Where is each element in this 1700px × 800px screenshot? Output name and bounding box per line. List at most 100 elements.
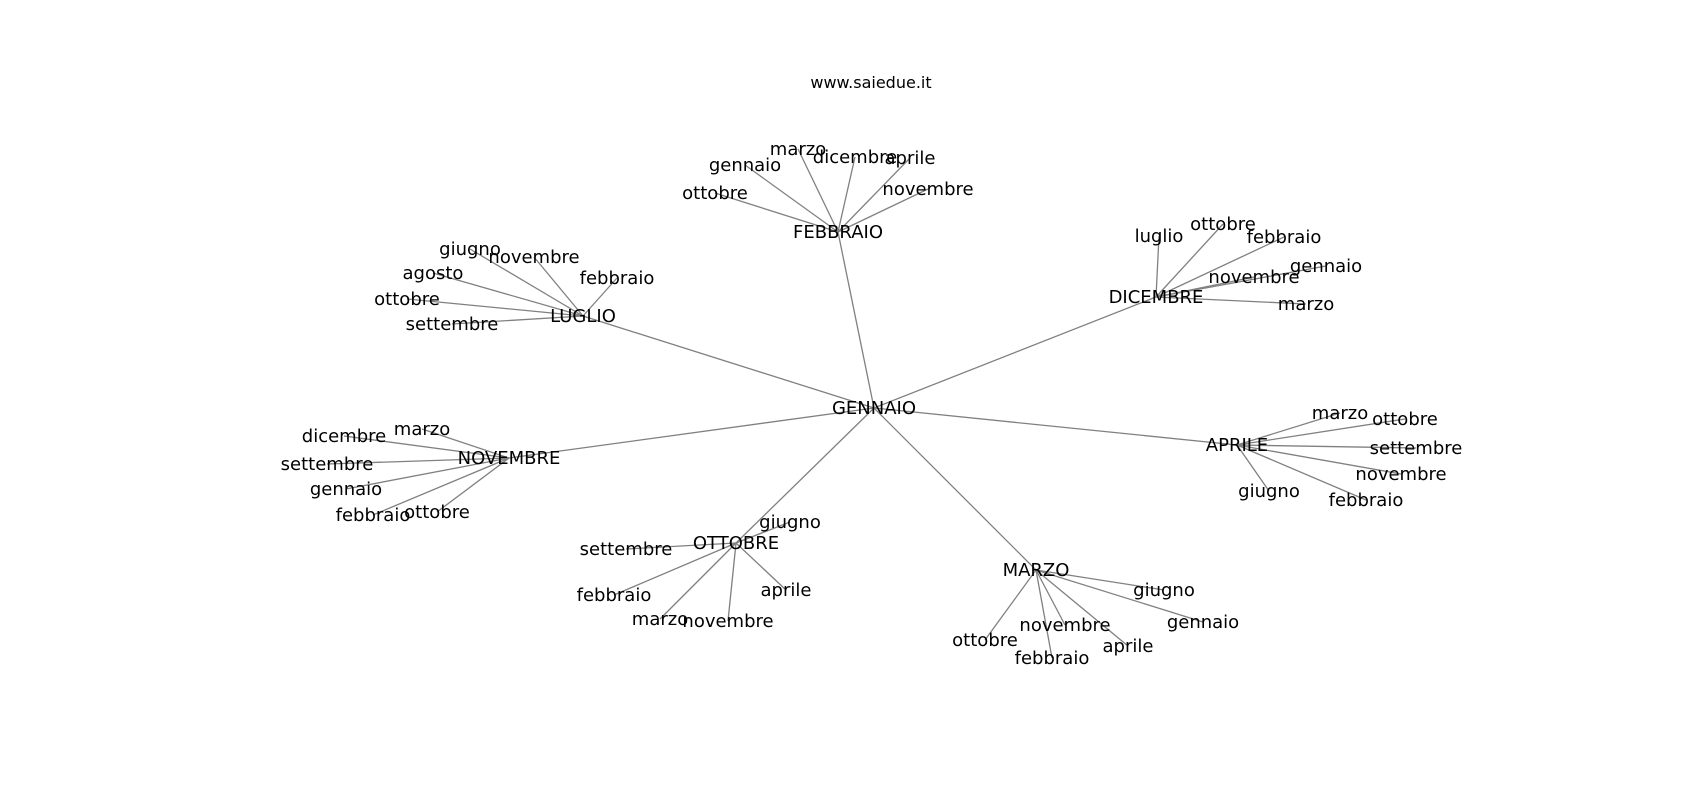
edge-branch-to-leaf (582, 277, 618, 317)
leaf-node-label: ottobre (374, 289, 440, 310)
edge-branch-to-leaf (451, 315, 584, 325)
edge-branch-to-leaf (1035, 569, 1053, 659)
edge-root-to-branch (837, 231, 875, 409)
leaf-node-label: dicembre (302, 426, 386, 447)
leaf-node-label: agosto (403, 263, 464, 284)
leaf-node-label: febbraio (580, 268, 655, 289)
edge-branch-to-leaf (372, 457, 510, 516)
leaf-node-label: marzo (1312, 403, 1368, 424)
edge-branch-to-leaf (837, 188, 929, 233)
edge-branch-to-leaf (1236, 444, 1367, 501)
edge-branch-to-leaf (1236, 444, 1417, 449)
edge-root-to-branch (873, 407, 1238, 446)
edge-branch-to-leaf (406, 298, 584, 317)
edge-branch-to-leaf (735, 542, 787, 591)
leaf-node-label: ottobre (1372, 409, 1438, 430)
edge-branch-to-leaf (1035, 569, 1204, 623)
leaf-node-label: marzo (394, 419, 450, 440)
header-text: www.saiedue.it (810, 73, 931, 92)
edge-root-to-branch (735, 407, 875, 544)
edge-branch-to-leaf (744, 164, 839, 233)
leaf-node-label: gennaio (1290, 256, 1362, 277)
leaf-node-label: novembre (1208, 267, 1299, 288)
leaf-node-label: novembre (682, 611, 773, 632)
leaf-node-label: giugno (1238, 481, 1300, 502)
edge-branch-to-leaf (1155, 296, 1307, 305)
leaf-node-label: giugno (1133, 580, 1195, 601)
leaf-node-label: ottobre (952, 630, 1018, 651)
edge-branch-to-leaf (1155, 236, 1285, 298)
leaf-node-label: febbraio (1015, 648, 1090, 669)
edge-branch-to-leaf (345, 457, 510, 490)
edge-branch-to-leaf (1236, 444, 1270, 492)
labels-layer: GENNAIO FEBBRAIO ottobre gennaio marzo dicemb… (281, 139, 1463, 669)
leaf-node-label: marzo (632, 609, 688, 630)
edge-branch-to-leaf (727, 542, 737, 622)
edge-branch-to-leaf (421, 428, 510, 459)
leaf-node-label: marzo (1278, 294, 1334, 315)
edge-branch-to-leaf (797, 148, 839, 233)
leaf-node-label: gennaio (310, 479, 382, 500)
leaf-node-label: aprile (761, 580, 812, 601)
leaf-node-label: luglio (1135, 226, 1184, 247)
edge-branch-to-leaf (714, 192, 839, 233)
edge-root-to-branch (582, 315, 875, 409)
leaf-node-label: ottobre (404, 502, 470, 523)
leaf-node-label: novembre (1355, 464, 1446, 485)
leaf-node-label: settembre (1370, 438, 1463, 459)
leaf-node-label: settembre (281, 454, 374, 475)
edge-branch-to-leaf (659, 542, 737, 620)
edge-branch-to-leaf (613, 542, 737, 596)
branch-node-label: NOVEMBRE (458, 448, 561, 469)
leaf-node-label: febbraio (577, 585, 652, 606)
edge-branch-to-leaf (1035, 569, 1165, 591)
edge-branch-to-leaf (1236, 418, 1406, 446)
edge-branch-to-leaf (1035, 569, 1066, 626)
edge-branch-to-leaf (432, 272, 584, 317)
leaf-node-label: febbraio (1329, 490, 1404, 511)
edge-branch-to-leaf (533, 256, 584, 317)
leaf-node-label: novembre (882, 179, 973, 200)
leaf-node-label: settembre (406, 314, 499, 335)
edge-branch-to-leaf (1155, 276, 1255, 298)
leaf-node-label: settembre (580, 539, 673, 560)
edge-branch-to-leaf (1035, 569, 1129, 647)
leaf-node-label: aprile (885, 148, 936, 169)
edge-root-to-branch (508, 407, 875, 459)
leaf-node-label: ottobre (682, 183, 748, 204)
edge-branch-to-leaf (436, 457, 510, 513)
edge-branch-to-leaf (837, 156, 856, 233)
edge-branch-to-leaf (469, 248, 584, 317)
edge-branch-to-leaf (1155, 235, 1160, 298)
leaf-node-label: giugno (439, 239, 501, 260)
branch-node-label: OTTOBRE (693, 533, 779, 554)
branch-node-label: APRILE (1206, 435, 1268, 456)
edge-branch-to-leaf (735, 521, 791, 544)
leaf-node-label: ottobre (1190, 214, 1256, 235)
branch-node-label: LUGLIO (550, 306, 616, 327)
edges-layer (326, 148, 1417, 659)
edge-branch-to-leaf (326, 457, 510, 465)
edge-branch-to-leaf (984, 569, 1037, 641)
leaf-node-label: dicembre (813, 147, 897, 168)
edge-branch-to-leaf (1236, 412, 1341, 446)
branch-node-label: FEBBRAIO (793, 222, 883, 243)
leaf-node-label: novembre (488, 247, 579, 268)
branch-node-label: DICEMBRE (1109, 287, 1204, 308)
leaf-node-label: febbraio (336, 505, 411, 526)
root-node-label: GENNAIO (832, 398, 916, 419)
branch-node-label: MARZO (1003, 560, 1070, 581)
leaf-node-label: giugno (759, 512, 821, 533)
edge-branch-to-leaf (625, 542, 737, 550)
edge-root-to-branch (873, 407, 1037, 571)
leaf-node-label: febbraio (1247, 227, 1322, 248)
edge-branch-to-leaf (1155, 223, 1224, 298)
leaf-node-label: gennaio (709, 155, 781, 176)
edge-branch-to-leaf (837, 157, 911, 233)
leaf-node-label: aprile (1103, 636, 1154, 657)
edge-root-to-branch (873, 296, 1157, 409)
edge-branch-to-leaf (343, 435, 510, 459)
edge-branch-to-leaf (1236, 444, 1402, 475)
leaf-node-label: novembre (1019, 615, 1110, 636)
